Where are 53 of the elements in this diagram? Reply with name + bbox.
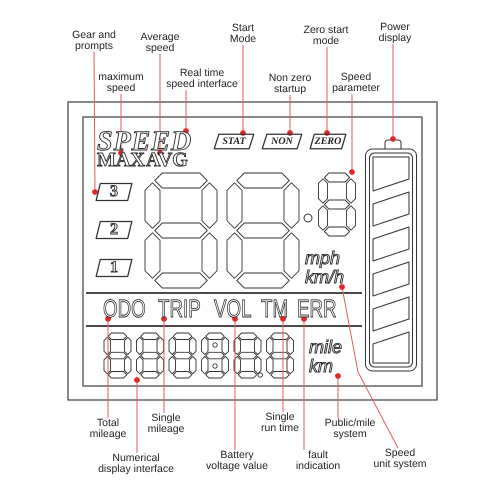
seven-segment-digit [317,172,357,237]
leader-line [324,46,330,136]
display-label: MAX [97,153,145,168]
display-label: TRIP [158,300,201,319]
callout-label: Start Mode [230,23,256,45]
mode-indicator: NON [261,133,303,150]
leader-line [339,284,398,448]
callout-label: Battery voltage value [206,450,268,472]
callout-label: Average speed [140,32,180,54]
callout-label: Real time speed interface [166,68,238,90]
unit-label: mph [305,249,340,268]
leader-line [390,44,396,142]
display-label: VOL [214,300,252,319]
leader-line [240,44,246,136]
leader-line [92,52,98,195]
unit-label: km [309,357,334,376]
leader-line [335,373,341,418]
callout-label: maximum speed [98,72,144,94]
callout-label: Gear and prompts [72,30,116,52]
leader-line [134,377,140,454]
callout-label: Public/mile system [324,418,376,440]
callout-label: Power display [378,22,412,44]
gear-indicator: 3 [95,182,133,202]
mode-indicator: STAT [213,133,255,150]
unit-label: mile [309,338,342,357]
leader-line [161,316,167,414]
battery-gauge [364,139,418,373]
callout-label: Speed unit system [373,448,427,470]
callout-label: fault indication [296,450,340,472]
callout-label: Single run time [261,412,299,434]
leader-line [105,316,111,418]
leader-line [157,54,163,156]
callout-label: Numerical display interface [98,453,174,475]
callout-label: Total mileage [90,418,126,440]
display-label: AVG [146,153,188,168]
gear-indicator: 1 [95,258,133,278]
leader-line [287,94,293,136]
gear-indicator: 2 [95,220,133,240]
mode-indicator: ZERO [309,133,347,150]
leader-line [183,90,189,134]
seven-segment-display [103,332,295,380]
display-label: TM [261,300,288,319]
display-label: ERR [297,300,337,319]
callout-label: Zero start mode [304,25,348,47]
callout-label: Non zero startup [268,73,312,95]
display-label: ODO [103,300,146,319]
callout-label: Single mileage [148,413,184,435]
leader-line [349,94,355,175]
leader-line [280,316,286,412]
callout-label: Speed parameter [332,72,380,94]
leader-line [301,316,307,450]
leader-line [232,316,238,450]
unit-label: km/h [305,268,344,287]
